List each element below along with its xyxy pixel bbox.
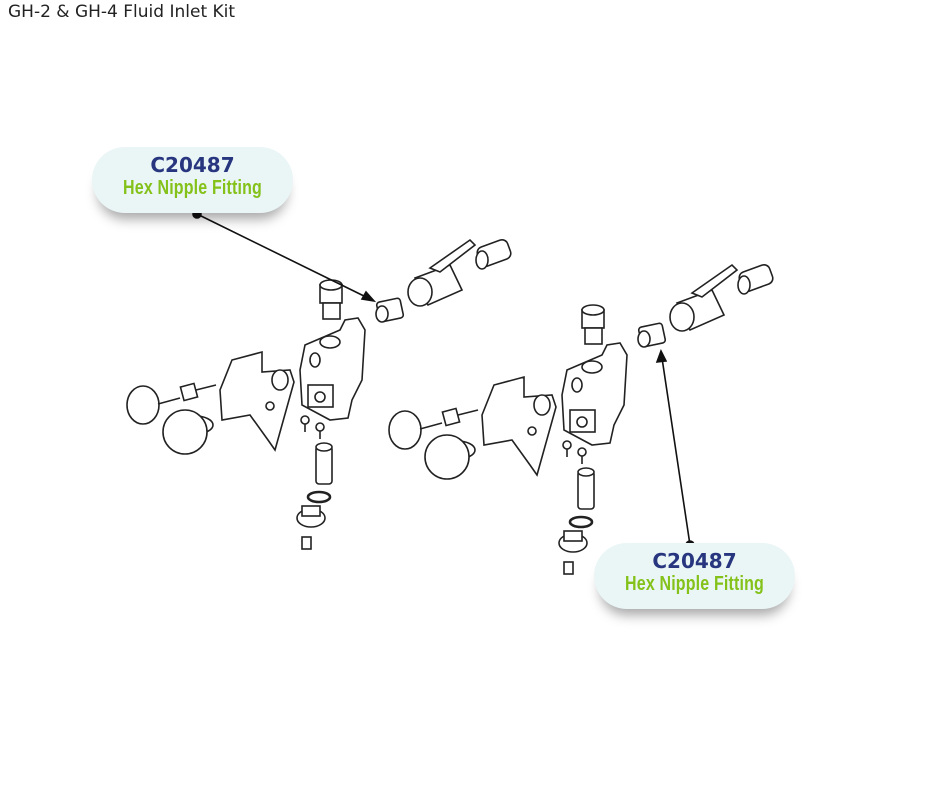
part-name: Hex Nipple Fitting [625, 573, 764, 595]
page-title: GH-2 & GH-4 Fluid Inlet Kit [8, 2, 236, 22]
callout-arrow-left [192, 209, 377, 303]
part-name: Hex Nipple Fitting [123, 177, 262, 199]
part-number: C20487 [150, 153, 235, 177]
part-number: C20487 [652, 549, 737, 573]
callout-bubble: C20487 Hex Nipple Fitting [594, 543, 795, 609]
callout-bubble: C20487 Hex Nipple Fitting [92, 147, 293, 213]
callout-arrow-right [655, 348, 695, 550]
